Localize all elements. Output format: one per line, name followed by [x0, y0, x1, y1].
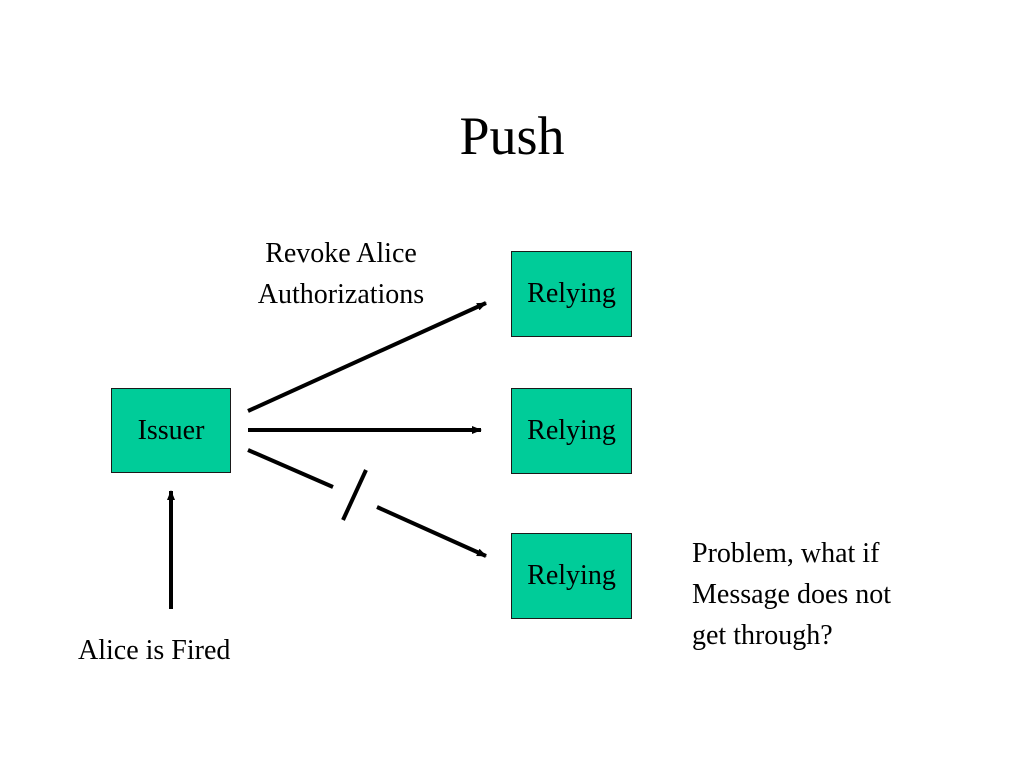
relying-node-top-label: Relying — [527, 278, 616, 309]
relying-node-middle: Relying — [511, 388, 632, 474]
issuer-node-label: Issuer — [137, 414, 205, 446]
relying-node-top: Relying — [511, 251, 632, 337]
arrow-issuer-to-relying-top — [247, 301, 487, 413]
fired-label-text: Alice is Fired — [78, 635, 231, 666]
relying-node-bottom-label: Relying — [527, 560, 616, 591]
problem-note-line-2: Message does not — [692, 579, 892, 610]
problem-note-line-1: Problem, what if — [692, 538, 880, 569]
issuer-node: Issuer — [111, 388, 231, 473]
relying-node-bottom: Relying — [511, 533, 632, 619]
arrow-issuer-to-relying-bottom-segment-1 — [247, 448, 334, 489]
revoke-label-line-2: Authorizations — [257, 279, 425, 310]
revoke-label: Revoke Alice Authorizations — [228, 233, 454, 315]
slide-title: Push — [459, 106, 565, 166]
problem-note: Problem, what if Message does not get th… — [692, 533, 891, 656]
arrow-issuer-to-relying-bottom-segment-2 — [376, 505, 487, 558]
relying-node-middle-label: Relying — [527, 415, 616, 446]
fired-label: Alice is Fired — [78, 630, 230, 671]
revoke-label-line-1: Revoke Alice — [265, 238, 417, 269]
problem-note-line-3: get through? — [692, 620, 833, 651]
broken-link-mark — [341, 469, 368, 521]
